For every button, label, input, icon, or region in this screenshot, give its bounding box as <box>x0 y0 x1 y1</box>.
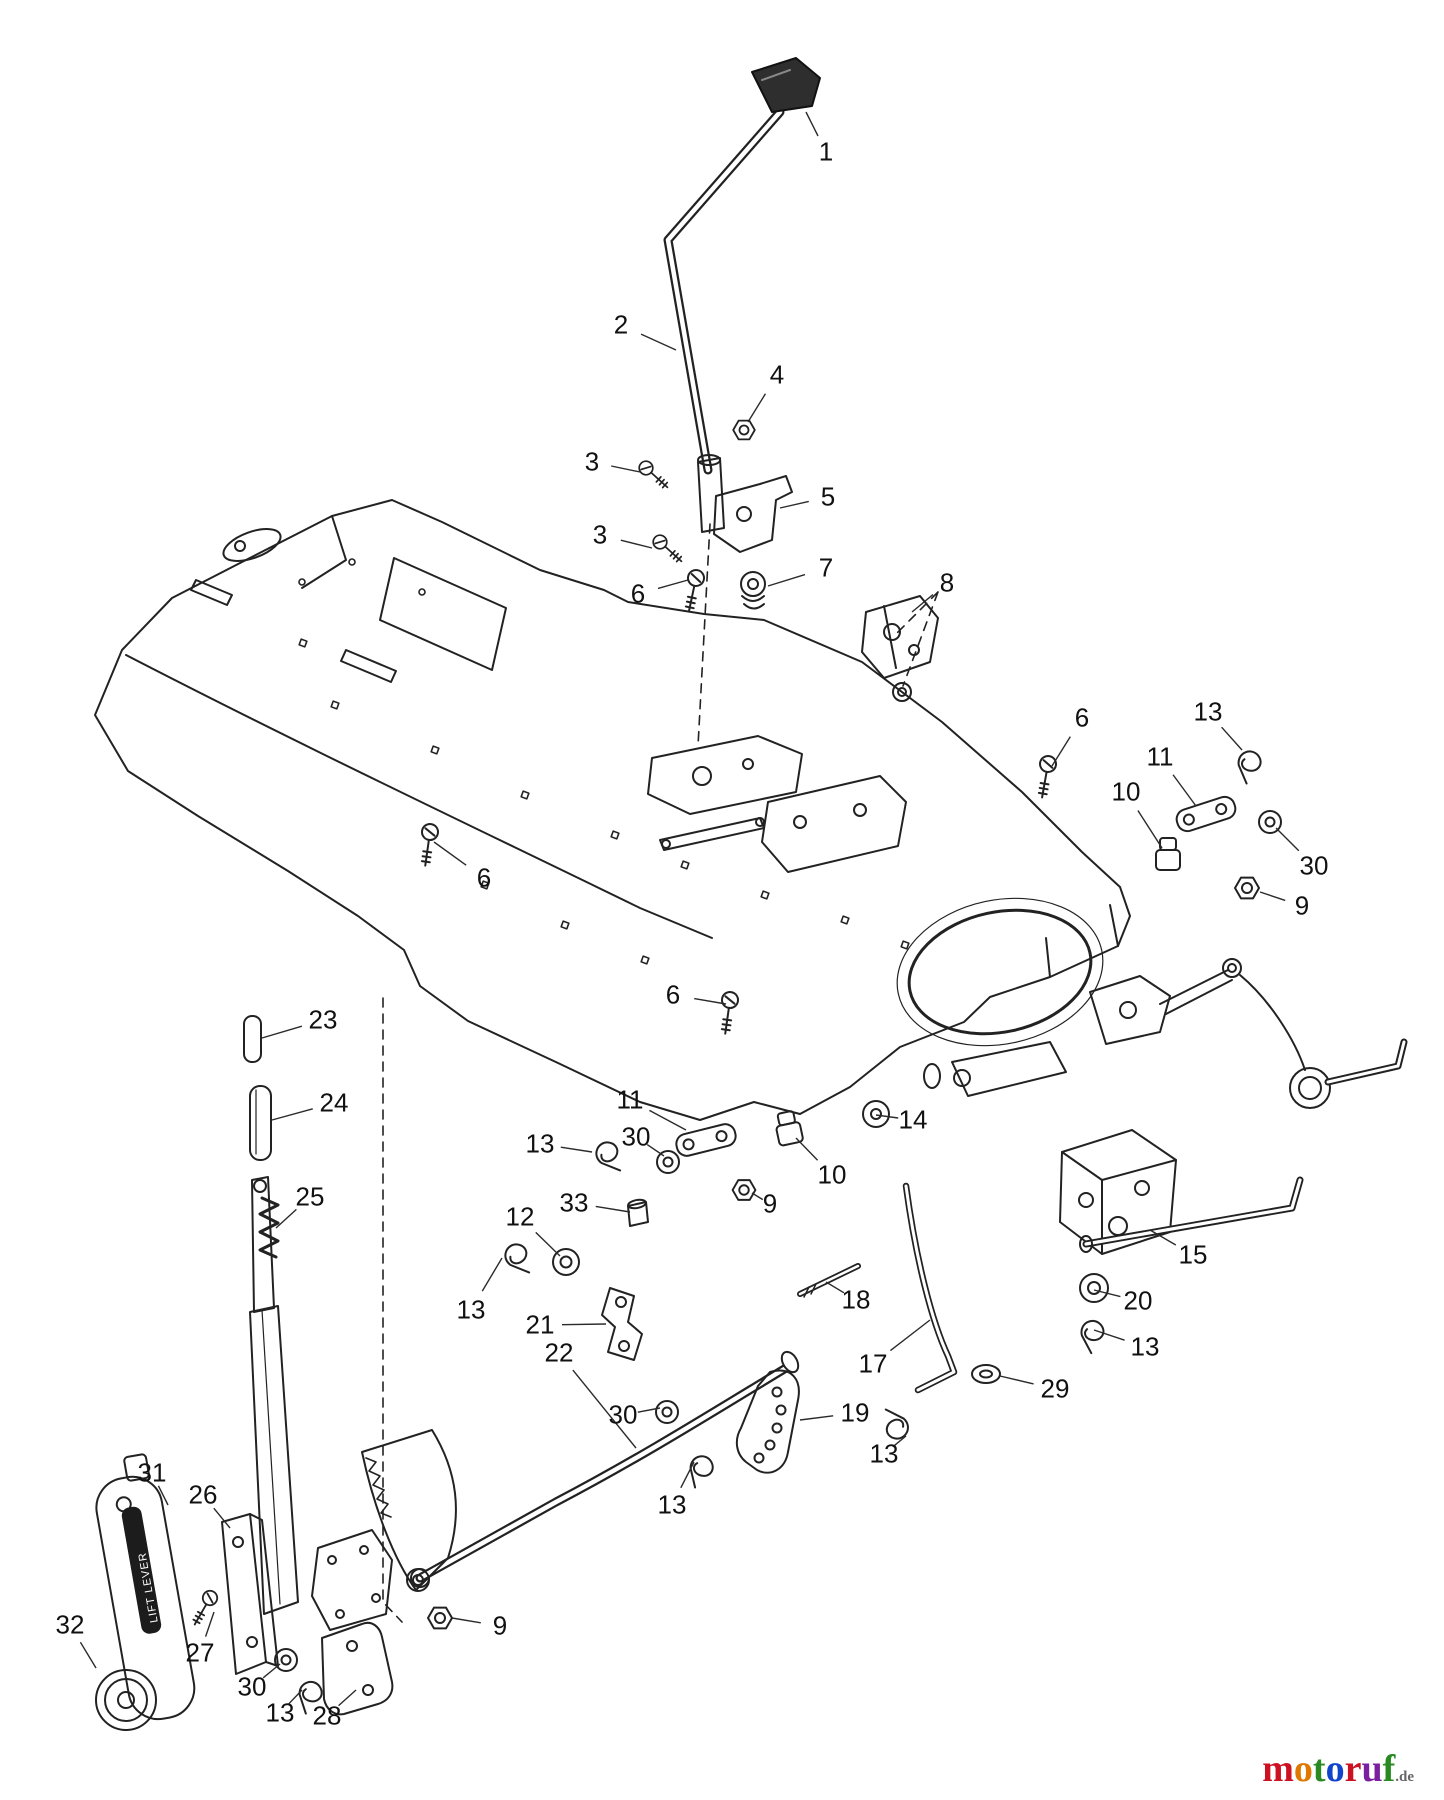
clip-13e <box>882 1405 911 1442</box>
handle-grip-end-32 <box>95 1669 157 1731</box>
nut-4 <box>732 419 756 441</box>
motoruf-logo[interactable]: motoruf.de <box>1262 1750 1414 1788</box>
strap-bracket-28 <box>321 1621 394 1716</box>
link-bracket-21 <box>601 1287 643 1361</box>
tube-24 <box>249 1085 272 1161</box>
spring-25 <box>258 1196 280 1259</box>
logo-letter: f <box>1382 1748 1396 1790</box>
washer-14 <box>862 1100 890 1128</box>
knob <box>751 57 821 113</box>
roller <box>1289 1067 1331 1109</box>
center-brackets <box>647 735 907 873</box>
clip-13d <box>1073 1316 1108 1356</box>
shaft-bracket-5 <box>697 454 793 553</box>
bolt-6c <box>416 821 441 868</box>
washer-30a <box>1258 810 1282 834</box>
bolt-27 <box>187 1587 221 1630</box>
lift-shaft-22 <box>410 1350 800 1588</box>
shoulder-bolt-10-lower <box>775 1110 804 1147</box>
pin-23 <box>243 1015 262 1063</box>
washer-30b <box>656 1150 680 1174</box>
bolt-3a <box>635 457 673 494</box>
washer-30c <box>655 1400 679 1424</box>
chassis-frame <box>94 499 1408 1255</box>
logo-letter: u <box>1361 1748 1383 1790</box>
lift-shaft-rod <box>663 57 821 475</box>
lift-handle-31: LIFT LEVER <box>95 1453 196 1721</box>
lever-mount-plate <box>221 1513 279 1675</box>
logo-letter: m <box>1262 1748 1294 1790</box>
logo-letter: r <box>1344 1748 1362 1790</box>
lift-arm-19 <box>735 1369 800 1474</box>
bolt-3b <box>649 531 687 568</box>
nut-9b <box>731 1179 757 1201</box>
washer-29 <box>971 1364 1001 1384</box>
hanger-rod-15 <box>1079 1176 1304 1253</box>
logo-domain-suffix: .de <box>1395 1769 1414 1785</box>
clip-13c <box>501 1241 533 1279</box>
logo-letter: t <box>1312 1748 1326 1790</box>
lever-arm-26 <box>249 1176 299 1615</box>
adjust-rod-18 <box>797 1263 861 1298</box>
nut-9a <box>1234 876 1260 900</box>
sector-quadrant <box>311 1429 457 1631</box>
washer-20 <box>1079 1273 1109 1303</box>
bolt-6b <box>1033 753 1059 800</box>
frame-rivets <box>298 558 910 965</box>
engine-opening <box>907 908 1093 1036</box>
nut-9c <box>427 1606 453 1630</box>
grommet-7 <box>740 571 766 610</box>
link-plate-11-upper <box>1175 795 1237 833</box>
spacer-33 <box>627 1198 649 1227</box>
bracket-8 <box>861 595 939 702</box>
logo-letter: o <box>1325 1748 1345 1790</box>
logo-wordmark: motoruf <box>1262 1748 1395 1790</box>
washer-12 <box>552 1248 580 1276</box>
clip-13g <box>289 1676 327 1717</box>
clip-13a <box>1229 746 1266 786</box>
clip-13f <box>679 1450 718 1491</box>
logo-letter: o <box>1293 1748 1313 1790</box>
bolt-6d <box>716 989 741 1036</box>
clip-13b <box>592 1139 624 1177</box>
assembly-axes <box>382 523 939 1623</box>
bolt-6a <box>680 567 707 614</box>
link-plate-11-lower <box>675 1123 737 1157</box>
lift-link-rod-17 <box>902 1182 958 1394</box>
shoulder-bolt-10-upper <box>1155 837 1181 871</box>
right-end-hanger <box>923 958 1408 1255</box>
